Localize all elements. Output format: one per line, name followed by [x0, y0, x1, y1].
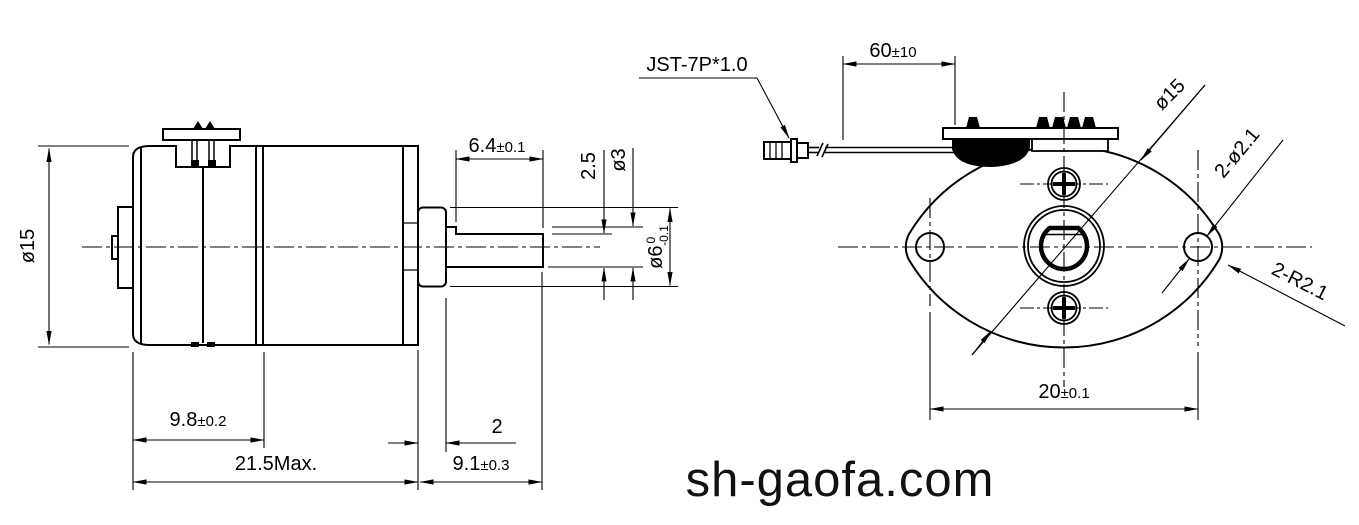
- wire-length-label: 60±10: [869, 40, 916, 62]
- motor-side-view: [111, 128, 544, 346]
- total-length-label: 21.5Max.: [235, 453, 317, 475]
- shaft-d-profile: [1038, 225, 1090, 272]
- motor-length-label: 9.8±0.2: [170, 409, 227, 431]
- boss-protrusion-label: 2: [491, 416, 502, 438]
- wire-solder-blob: [952, 139, 1030, 167]
- tip-radius-label: 2-R2.1: [1268, 258, 1331, 305]
- hole-spacing-label: 20±0.1: [1038, 381, 1089, 403]
- terminal-pins-front: [966, 117, 1096, 128]
- terminal-plate: [162, 128, 241, 141]
- output-shaft: [446, 226, 544, 268]
- front-view-centerlines: [838, 92, 1312, 387]
- front-view-dimensions: [639, 56, 1346, 420]
- body-diameter-label: ø15: [17, 229, 39, 263]
- watermark-text: sh-gaofa.com: [686, 453, 995, 507]
- lead-wire: [808, 142, 958, 158]
- across-flat-label: 2.5: [578, 152, 600, 180]
- front-length-label: 9.1±0.3: [453, 453, 510, 475]
- terminal-board: [942, 127, 1119, 140]
- terminal-pins-side: [191, 121, 216, 347]
- boss-diameter-label: ø60-0.1: [644, 225, 671, 269]
- motor-body-outline: [132, 145, 419, 346]
- terminal-board-base: [1031, 138, 1109, 152]
- jst-connector: [763, 138, 809, 163]
- connector-label: JST-7P*1.0: [646, 54, 747, 76]
- boss-inner-circle: [1027, 209, 1101, 283]
- side-view-dimensions: [38, 145, 678, 490]
- flat-length-label: 6.4±0.1: [469, 135, 526, 157]
- flange-height-label: ø15: [1150, 75, 1190, 115]
- shaft-diameter-label: ø3: [608, 148, 630, 171]
